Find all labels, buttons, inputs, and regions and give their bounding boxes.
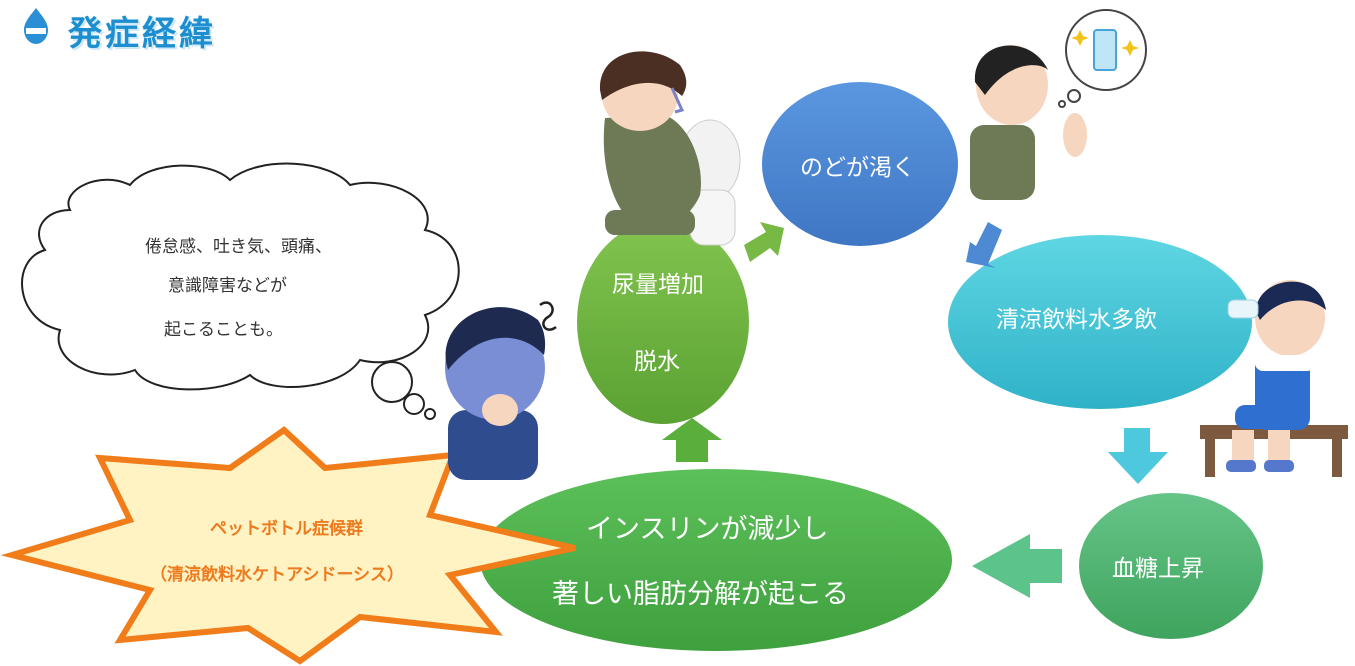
drink-label: 清涼飲料水多飲 — [996, 307, 1157, 333]
arrow-insulin-to-urine — [662, 418, 722, 462]
thirst-label: のどが渇く — [800, 155, 915, 181]
node-urine — [577, 220, 749, 424]
arrow-glucose-to-insulin — [972, 534, 1062, 598]
sick-person-icon — [445, 301, 557, 480]
symptom-cloud — [21, 162, 460, 420]
node-glucose — [1079, 493, 1263, 639]
starburst-text-line2: （清涼飲料水ケトアシドーシス） — [150, 565, 404, 585]
node-drink — [948, 235, 1252, 409]
arrow-urine-to-thirst — [744, 222, 784, 262]
urine-label-line1: 尿量増加 — [612, 272, 704, 298]
drinking-person-icon — [1200, 280, 1348, 477]
starburst-text-line1: ペットボトル症候群 — [210, 519, 363, 539]
node-thirst — [762, 82, 958, 246]
insulin-label-line1: インスリンが減少し — [586, 514, 829, 545]
cloud-text-line2: 意識障害などが — [168, 276, 287, 296]
insulin-label-line2: 著しい脂肪分解が起こる — [552, 579, 849, 610]
drop-logo-icon — [24, 8, 48, 44]
page-title: 発症経緯 — [68, 14, 216, 54]
starburst-shape — [0, 426, 576, 665]
toilet-person-icon — [599, 51, 741, 246]
glucose-label: 血糖上昇 — [1112, 556, 1204, 582]
cloud-text-line3: 起こることも。 — [164, 320, 283, 340]
urine-label-line2: 脱水 — [634, 349, 680, 375]
thirsty-person-icon — [970, 9, 1147, 200]
arrow-thirst-to-drink — [966, 222, 1002, 268]
arrow-drink-to-glucose — [1108, 428, 1168, 484]
node-insulin — [480, 469, 952, 651]
cloud-text-line1: 倦怠感、吐き気、頭痛、 — [145, 237, 332, 257]
